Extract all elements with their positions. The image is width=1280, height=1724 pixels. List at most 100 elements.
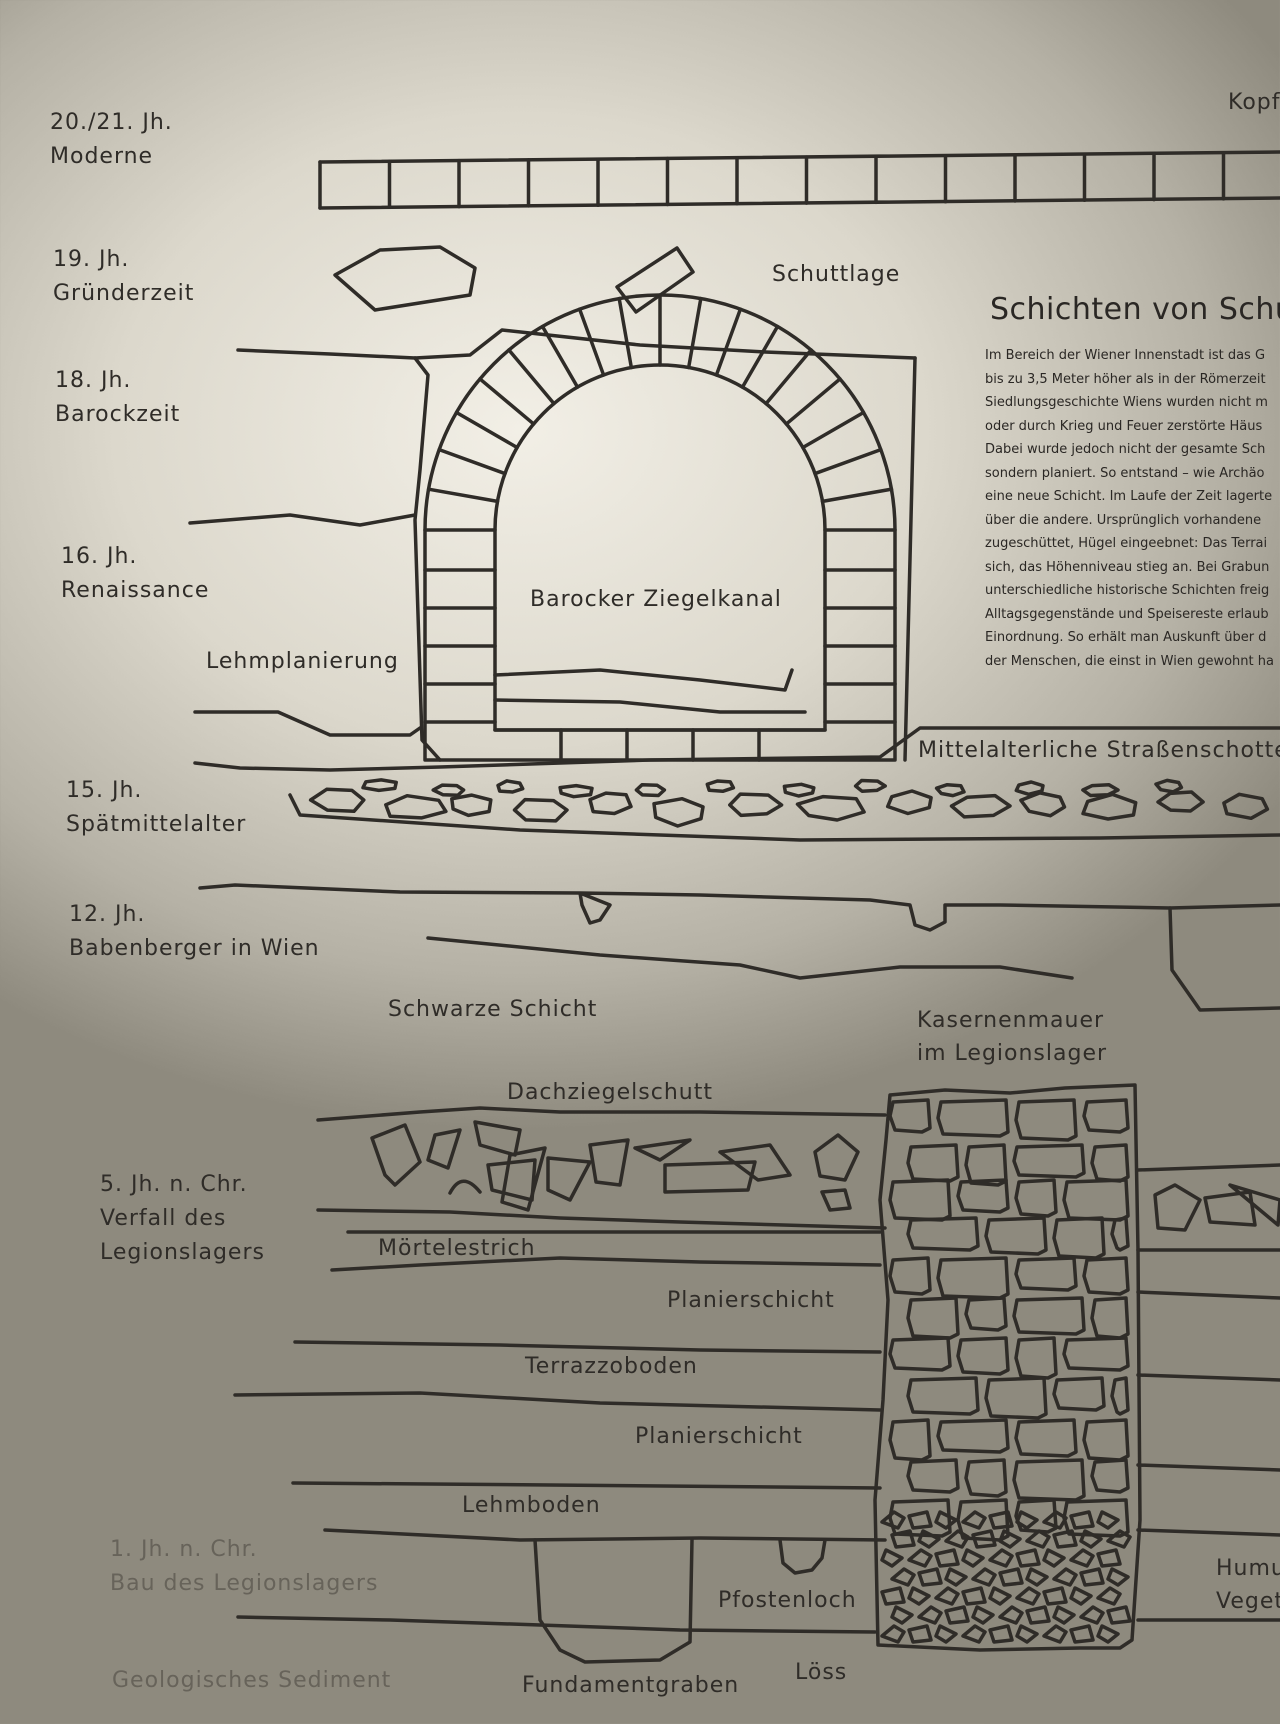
wall-stone <box>1052 1376 1106 1412</box>
foundation-stone <box>934 1586 960 1606</box>
label-ziegelkanal: Barocker Ziegelkanal <box>530 587 782 612</box>
info-line: Im Bereich der Wiener Innenstadt ist das… <box>985 348 1266 363</box>
rubble-stone <box>333 245 477 312</box>
label-schuttlage: Schuttlage <box>772 262 901 287</box>
foundation-stone <box>1069 1548 1095 1568</box>
road-cobbles <box>308 778 1270 828</box>
foundation-stone <box>1052 1567 1078 1587</box>
info-line: eine neue Schicht. Im Laufe der Zeit lag… <box>985 489 1273 504</box>
foundation-stone <box>988 1548 1014 1568</box>
foundation-stone <box>1079 1529 1103 1549</box>
foundation-stone <box>917 1605 943 1625</box>
roof-tile <box>1203 1190 1257 1227</box>
wall-stone <box>888 1256 932 1296</box>
vault-brick-joint <box>478 377 536 426</box>
wall-stone <box>964 1458 1008 1498</box>
road-cobble <box>795 794 866 822</box>
baroque-pit-right <box>903 356 917 762</box>
road-cobble <box>705 779 736 794</box>
wall-stone <box>1062 1336 1130 1372</box>
wall-stone <box>1062 1178 1130 1222</box>
babenberg-line-2 <box>426 936 1074 980</box>
rubble-brick <box>615 246 695 314</box>
label-loess: Löss <box>795 1660 848 1685</box>
roof-tile <box>546 1156 592 1202</box>
road-cobble <box>558 783 594 799</box>
pfostenloch <box>778 1538 827 1575</box>
info-line: bis zu 3,5 Meter höher als in der Römerz… <box>985 371 1266 387</box>
roof-tile <box>820 1188 852 1212</box>
road-cobble <box>588 791 633 816</box>
foundation-stone <box>1042 1624 1068 1644</box>
wall-stone <box>1082 1098 1130 1134</box>
foundation-stone <box>1096 1510 1120 1530</box>
foundation-stone <box>961 1586 987 1606</box>
era-spaetmittelalter: 15. Jh.Spätmittelalter <box>66 778 247 837</box>
info-line: unterschiedliche historische Schichten f… <box>985 583 1270 598</box>
road-cobble <box>782 782 816 798</box>
info-line: Einordnung. So erhält man Auskunft über … <box>985 630 1267 645</box>
roof-tile <box>588 1138 630 1187</box>
foundation-stone <box>880 1624 906 1644</box>
foundation-stone <box>1052 1529 1078 1549</box>
foundation-stone <box>880 1510 906 1530</box>
vault-brick-joint <box>686 296 703 370</box>
vault-brick-joint <box>454 410 519 450</box>
right-layers <box>1136 1163 1280 1172</box>
foundation-stone <box>907 1624 933 1644</box>
foundation-stone <box>880 1548 904 1568</box>
road-cobble <box>431 783 466 797</box>
wall-stone <box>964 1296 1008 1332</box>
pavement-top <box>318 150 1280 164</box>
wall-stone <box>888 1336 952 1372</box>
roof-tile <box>486 1158 537 1202</box>
foundation-stone <box>944 1567 968 1587</box>
planier-line <box>293 1340 882 1354</box>
roof-tile <box>633 1138 692 1162</box>
info-line: sich, das Höhenniveau stieg an. Bei Grab… <box>985 559 1270 575</box>
wall-stone <box>906 1143 960 1183</box>
foundation-stone <box>1042 1586 1068 1606</box>
foundation-stone <box>934 1548 960 1568</box>
roof-tile <box>813 1133 860 1182</box>
vault-brick-joint <box>577 307 606 377</box>
road-cobble <box>1222 792 1270 821</box>
foundation-stone <box>1015 1510 1039 1530</box>
wall-stone <box>906 1296 960 1340</box>
foundation-stone <box>1096 1548 1122 1568</box>
foundation-stone <box>1025 1529 1051 1549</box>
wall-stone <box>1014 1336 1058 1380</box>
info-line: der Menschen, die einst in Wien gewohnt … <box>985 653 1274 669</box>
road-cobble <box>1014 780 1045 797</box>
road-cobble <box>1154 778 1184 794</box>
road-cobble <box>634 783 667 798</box>
road-cobble <box>1019 791 1067 818</box>
road-cobble <box>885 789 933 816</box>
label-dachziegelschutt: Dachziegelschutt <box>507 1080 713 1105</box>
info-panel-body: Im Bereich der Wiener Innenstadt ist das… <box>985 344 1280 673</box>
foundation-stone <box>907 1548 933 1568</box>
foundation-stone <box>1015 1624 1039 1644</box>
wall-stone <box>888 1098 932 1134</box>
vault-brick-joint <box>540 324 580 389</box>
road-cobble <box>1156 790 1205 813</box>
foundation-stone <box>1106 1529 1132 1549</box>
road-cobble <box>934 782 966 798</box>
pavement-bottom <box>318 196 1280 210</box>
roof-tile <box>426 1128 462 1170</box>
foundation-stone <box>1025 1605 1051 1625</box>
foundation-stone <box>961 1510 987 1530</box>
modern-pavement-row <box>318 150 1280 210</box>
roof-tile <box>370 1123 422 1187</box>
label-planierschicht-2: Planierschicht <box>635 1424 803 1449</box>
foundation-stone <box>917 1529 941 1549</box>
wall-stone <box>1014 1178 1058 1218</box>
wall-stone <box>906 1376 980 1416</box>
info-line: über die andere. Ursprünglich vorhandene <box>985 512 1262 528</box>
foundation-stone <box>988 1510 1014 1530</box>
road-cobble <box>450 793 493 818</box>
foundation-stone <box>1079 1567 1105 1587</box>
wall-stone <box>1082 1418 1130 1462</box>
